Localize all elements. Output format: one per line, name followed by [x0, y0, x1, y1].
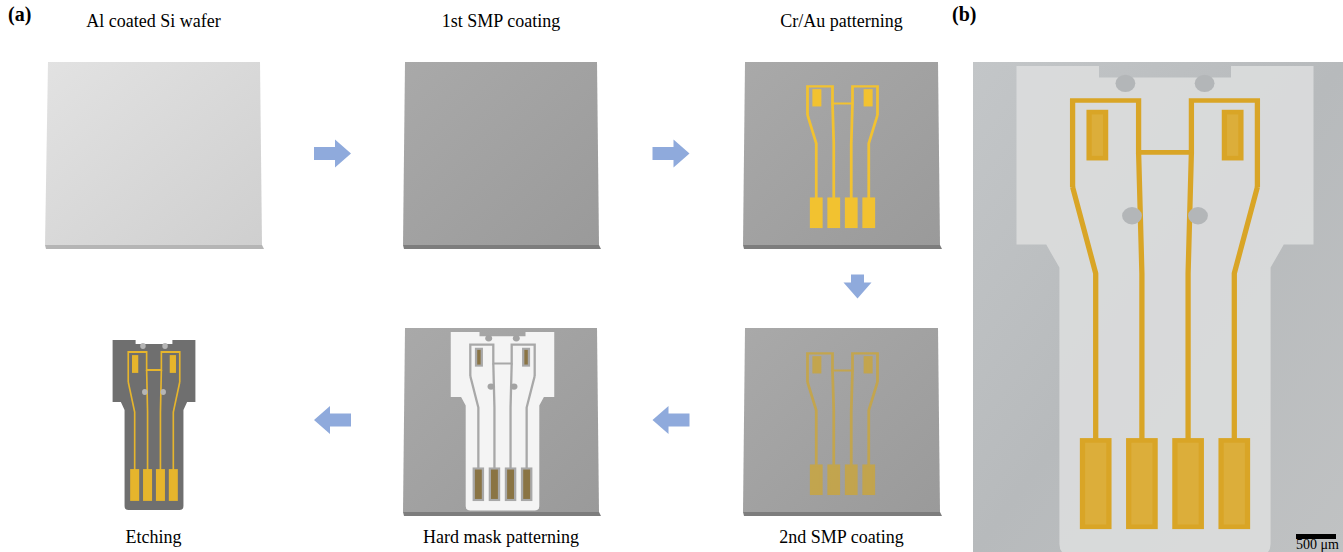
process-arrow [844, 275, 872, 299]
process-arrow [653, 406, 690, 434]
process-step: Etching [45, 328, 262, 512]
process-arrow [314, 140, 351, 168]
wafer [743, 62, 942, 249]
process-arrow [314, 406, 351, 434]
step-label: Al coated Si wafer [86, 10, 220, 32]
process-step: Al coated Si wafer [45, 62, 262, 245]
step-label: 1st SMP coating [442, 10, 560, 32]
process-step: Cr/Au patterning [743, 62, 940, 245]
wafer [403, 62, 601, 249]
panel-label: (a) [8, 4, 31, 24]
process-step: 2nd SMP coating [743, 328, 940, 512]
scale-label: 500 μm [1296, 538, 1339, 552]
process-step: Hard mask patterning [403, 328, 599, 512]
device-photo [973, 62, 1343, 552]
step-label: Hard mask patterning [423, 526, 579, 548]
wafer [45, 62, 264, 249]
wafer [743, 328, 942, 516]
panel-label: (b) [952, 4, 976, 24]
wafer [403, 328, 601, 516]
process-arrow [653, 140, 690, 168]
step-label: Cr/Au patterning [780, 10, 902, 32]
step-label: 2nd SMP coating [779, 526, 903, 548]
process-step: 1st SMP coating [403, 62, 599, 245]
etched-device [113, 340, 196, 510]
step-label: Etching [126, 526, 182, 548]
